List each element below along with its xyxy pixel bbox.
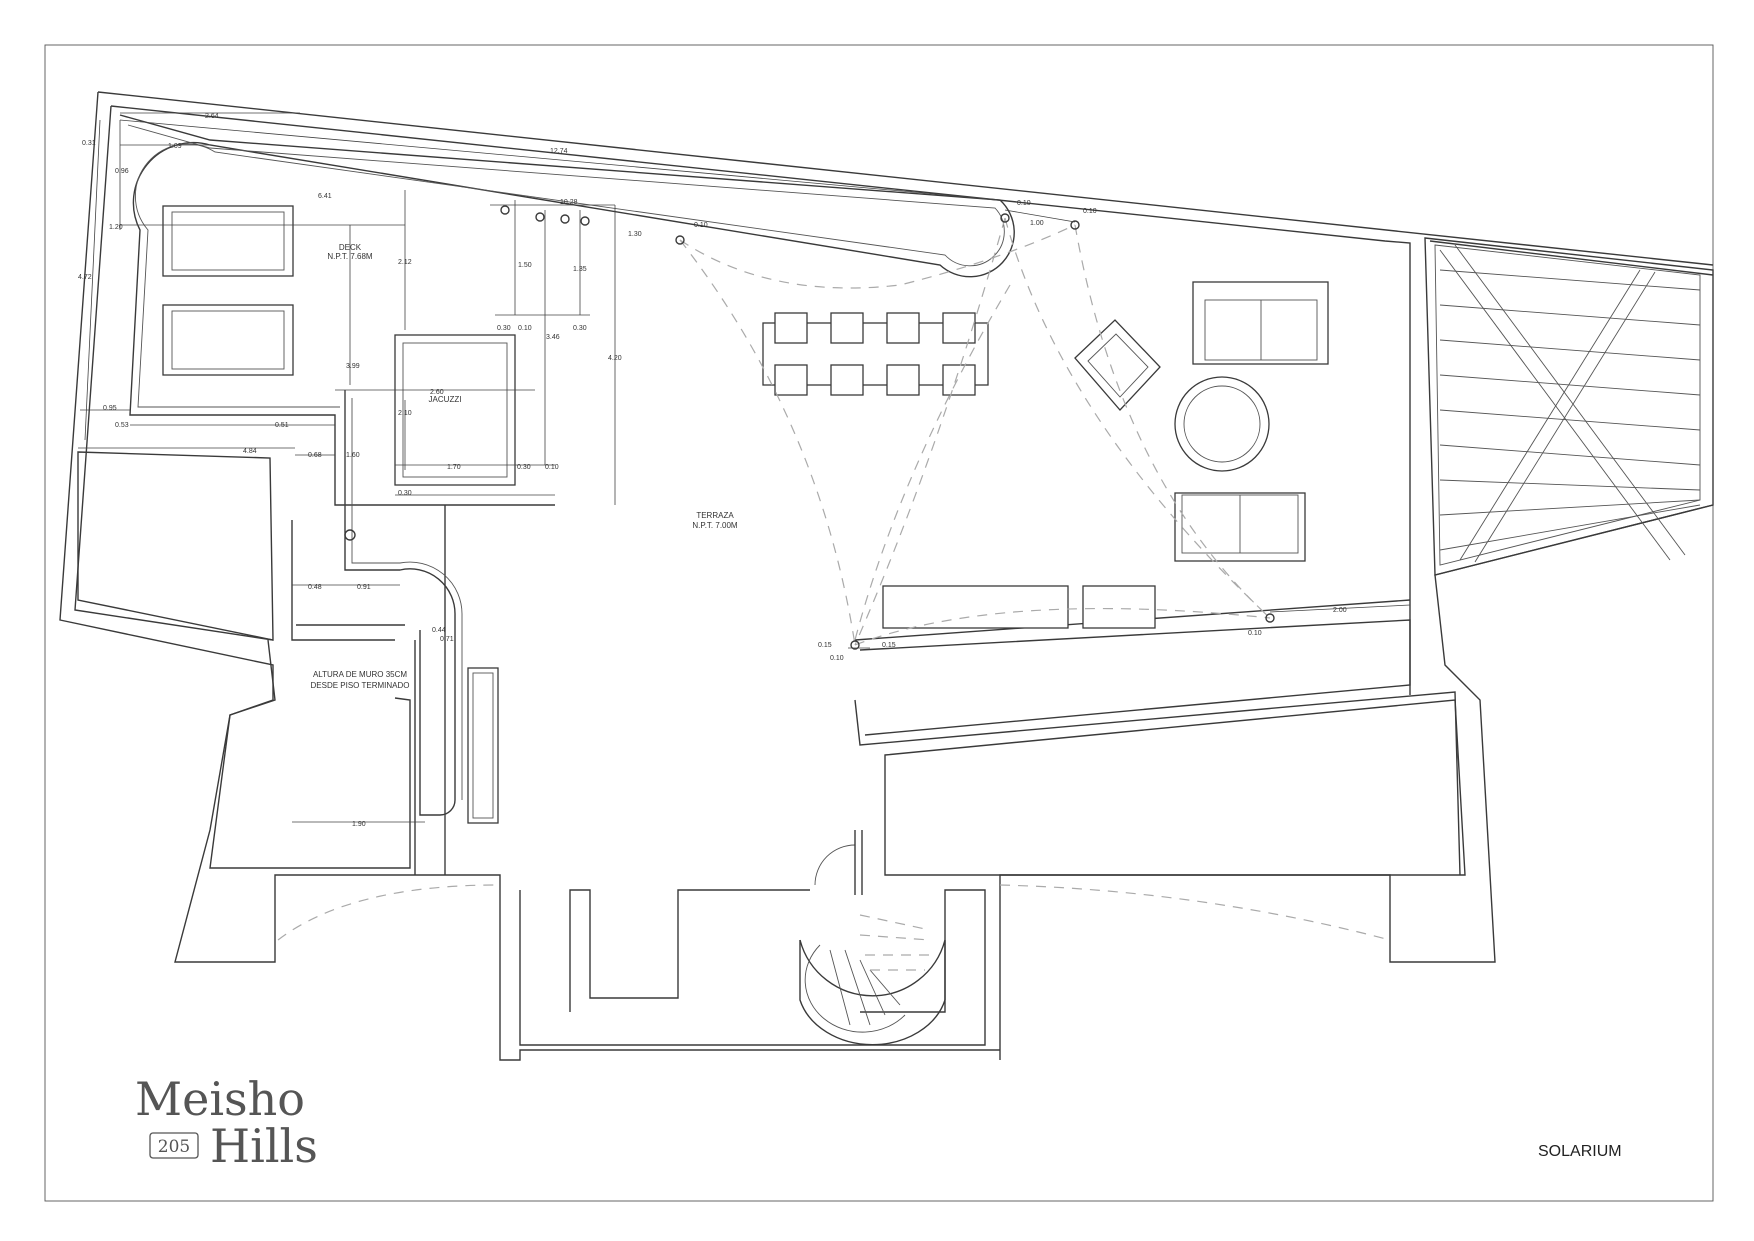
dim-label: 0.30 — [497, 325, 511, 332]
dim-label: 0.10 — [518, 325, 532, 332]
pergola — [1424, 237, 1714, 576]
dim-label: 0.30 — [517, 464, 531, 471]
dim-label: 0.10 — [830, 655, 844, 662]
east-rooms — [854, 599, 1466, 876]
lounge-set — [882, 281, 1329, 629]
dim-label: 3.99 — [346, 363, 360, 370]
dim-label: 0.71 — [440, 636, 454, 643]
dim-label: 12.74 — [550, 148, 568, 155]
dim-label: 4.20 — [608, 355, 622, 362]
terrace-level-label: N.P.T. 7.00M — [692, 521, 738, 530]
dim-label: 2.00 — [1333, 607, 1347, 614]
dim-label: 0.44 — [432, 627, 446, 634]
dim-label: 0.15 — [818, 642, 832, 649]
dim-label: 1.35 — [573, 266, 587, 273]
sheet-border — [44, 44, 1714, 1202]
deck-label: DECK — [339, 243, 362, 252]
dim-label: 4.72 — [78, 274, 92, 281]
dim-label: 2.10 — [398, 410, 412, 417]
dim-label: 2.64 — [205, 113, 219, 120]
lounger-1 — [162, 205, 294, 277]
dim-label: 1.70 — [447, 464, 461, 471]
dim-label: 0.91 — [357, 584, 371, 591]
dimension-labels: 2.64 12.74 0.31 1.09 0.96 6.41 10.28 0.1… — [78, 113, 1347, 828]
jacuzzi-label: JACUZZI — [429, 395, 462, 404]
dim-label: 0.31 — [82, 140, 96, 147]
west-rooms — [77, 451, 446, 875]
anchor-posts — [344, 205, 1275, 650]
dim-label: 0.95 — [103, 405, 117, 412]
wall-note-1: ALTURA DE MURO 35CM — [313, 670, 407, 679]
lounger-2 — [162, 304, 294, 376]
planter — [467, 667, 499, 824]
logo-number-box — [149, 1132, 199, 1159]
dim-label: 1.20 — [109, 224, 123, 231]
dim-label: 0.15 — [882, 642, 896, 649]
dim-label: 1.30 — [628, 231, 642, 238]
wall-note-2: DESDE PISO TERMINADO — [311, 681, 410, 690]
deck-level-label: N.P.T. 7.68M — [327, 252, 373, 261]
dim-label: 10.28 — [560, 199, 578, 206]
dim-label: 0.10 — [1083, 208, 1097, 215]
dimension-lines — [78, 112, 1411, 870]
terrace-label: TERRAZA — [696, 511, 734, 520]
outer-walls — [59, 91, 1714, 1061]
dim-label: 4.84 — [243, 448, 257, 455]
dim-label: 0.51 — [275, 422, 289, 429]
dim-label: 1.90 — [352, 821, 366, 828]
sheet-title: SOLARIUM — [1538, 1143, 1622, 1160]
logo-line-1: Meisho — [135, 1072, 305, 1126]
dim-label: 0.96 — [115, 168, 129, 175]
stair-structure — [519, 830, 986, 1046]
room-labels: DECK N.P.T. 7.68M JACUZZI TERRAZA N.P.T.… — [311, 243, 738, 690]
dim-label: 0.48 — [308, 584, 322, 591]
dim-label: 1.00 — [1030, 220, 1044, 227]
deck-area — [119, 114, 1015, 824]
dim-label: 0.30 — [573, 325, 587, 332]
dim-label: 0.10 — [545, 464, 559, 471]
dim-label: 0.68 — [308, 452, 322, 459]
dining-set — [762, 312, 989, 396]
dim-label: 0.30 — [398, 490, 412, 497]
brand-logo: Meisho Hills 205 — [135, 1072, 318, 1173]
dim-label: 2.60 — [430, 389, 444, 396]
dim-label: 0.53 — [115, 422, 129, 429]
dim-label: 0.10 — [694, 222, 708, 229]
logo-line-2: Hills — [210, 1119, 318, 1173]
shade-sail — [277, 217, 1391, 941]
dim-label: 6.41 — [318, 193, 332, 200]
logo-number: 205 — [158, 1137, 190, 1157]
dim-label: 0.10 — [1017, 200, 1031, 207]
dim-label: 1.50 — [518, 262, 532, 269]
dim-label: 1.60 — [346, 452, 360, 459]
dim-label: 1.09 — [168, 143, 182, 150]
jacuzzi — [394, 334, 516, 486]
dim-label: 2.12 — [398, 259, 412, 266]
dim-label: 3.46 — [546, 334, 560, 341]
dim-label: 0.10 — [1248, 630, 1262, 637]
